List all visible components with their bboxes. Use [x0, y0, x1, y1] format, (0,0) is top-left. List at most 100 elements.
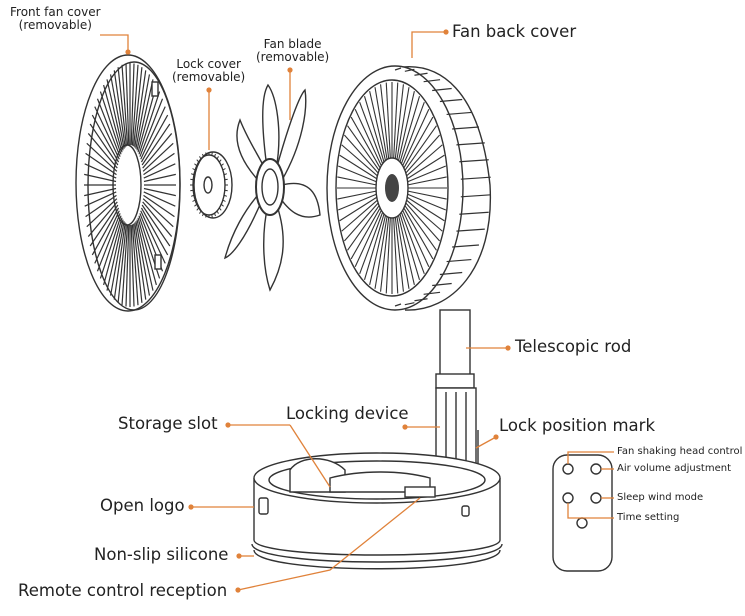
grille-spoke	[199, 156, 202, 160]
grille-spoke	[339, 154, 378, 180]
label-front-fan-cover: Front fan cover (removable)	[10, 5, 101, 33]
grille-spoke	[141, 123, 171, 166]
back-cover-fin	[446, 258, 472, 263]
grille-spoke	[142, 198, 174, 228]
grille-spoke	[404, 205, 437, 251]
grille-spoke	[393, 82, 399, 159]
grille-spoke	[406, 144, 443, 177]
grille-spoke	[369, 215, 387, 285]
grille-spoke	[84, 173, 117, 183]
grille-spoke	[89, 204, 119, 247]
grille-spoke	[224, 178, 228, 181]
grille-spoke	[337, 190, 377, 200]
back-cover-fin	[460, 194, 491, 198]
grille-spoke	[86, 198, 118, 228]
back-cover-fin	[423, 291, 441, 295]
grille-spoke	[220, 203, 224, 207]
fan-back-cover-illustration	[326, 65, 492, 311]
front-fan-cover-illustration	[75, 54, 181, 312]
leader-lines	[100, 29, 614, 593]
grille-spoke	[140, 106, 166, 160]
grille-spoke	[139, 98, 164, 157]
grille-spoke	[402, 210, 430, 268]
label-telescopic-rod: Telescopic rod	[515, 337, 632, 356]
grille-spoke	[99, 91, 122, 155]
grille-spoke	[223, 194, 228, 197]
grille-spoke	[380, 217, 390, 292]
back-cover-fin	[414, 72, 428, 76]
grille-spoke	[135, 221, 151, 296]
grille-spoke	[196, 207, 200, 211]
grille-spoke	[113, 222, 126, 300]
grille-spoke	[359, 102, 384, 164]
back-cover-fin	[459, 159, 489, 163]
back-cover-fin	[459, 211, 489, 215]
grille-spoke	[350, 116, 381, 169]
grille-spoke	[196, 159, 200, 163]
grille-spoke	[407, 193, 447, 211]
label-lock-cover: Lock cover (removable)	[172, 57, 246, 85]
grille-spoke	[400, 212, 425, 274]
label-sleep-wind-mode: Sleep wind mode	[617, 492, 704, 503]
grille-spoke	[385, 82, 391, 159]
grille-spoke	[103, 84, 123, 153]
back-cover-fin	[439, 98, 463, 103]
grille-spoke	[137, 217, 157, 286]
grille-spoke	[218, 159, 222, 163]
grille-spoke	[140, 207, 169, 256]
grille-spoke	[369, 91, 387, 161]
grille-spoke	[106, 79, 124, 151]
back-cover-fin	[456, 142, 485, 146]
grille-spoke	[350, 207, 381, 260]
grille-spoke	[363, 96, 385, 163]
grille-spoke	[130, 224, 135, 307]
grille-spoke	[121, 64, 129, 146]
grille-spoke	[199, 210, 202, 214]
grille-spoke	[397, 215, 415, 285]
grille-spoke	[84, 163, 117, 179]
grille-spoke	[106, 219, 124, 291]
back-cover-fin	[439, 271, 463, 276]
grille-spoke	[405, 202, 441, 242]
grille-spoke	[117, 67, 127, 147]
grille-spoke	[354, 210, 382, 268]
grille-spoke	[393, 217, 399, 294]
back-cover-fin	[404, 68, 415, 72]
grille-spoke	[141, 204, 171, 247]
grille-spoke	[85, 152, 117, 176]
grille-spoke	[194, 203, 198, 207]
grille-spoke	[142, 142, 174, 172]
grille-spoke	[222, 199, 226, 202]
grille-spoke	[143, 187, 176, 197]
grille-spoke	[407, 176, 447, 186]
label-time-setting: Time setting	[617, 512, 680, 523]
grille-spoke	[341, 199, 378, 232]
grille-spoke	[143, 152, 175, 176]
grille-spoke	[96, 213, 121, 272]
grille-spoke	[143, 163, 176, 179]
label-locking-device: Locking device	[286, 404, 409, 423]
sleep-mode-button-icon	[590, 492, 602, 504]
back-cover-fin	[432, 282, 452, 287]
grille-spoke	[404, 125, 437, 171]
grille-spoke	[190, 173, 195, 176]
grille-spoke	[402, 108, 430, 166]
grille-spoke	[96, 98, 121, 157]
grille-spoke	[405, 134, 441, 174]
grille-spoke	[337, 193, 377, 211]
grille-spoke	[224, 189, 228, 192]
grille-spoke	[143, 173, 176, 183]
grille-spoke	[223, 173, 228, 176]
grille-spoke	[359, 212, 384, 274]
grille-spoke	[374, 216, 388, 289]
back-cover-fin	[404, 302, 415, 306]
grille-spoke	[343, 202, 379, 242]
grille-spoke	[125, 63, 130, 146]
grille-spoke	[396, 216, 410, 289]
grille-spoke	[216, 156, 219, 160]
grille-spoke	[406, 196, 445, 222]
back-cover-fin	[456, 228, 485, 232]
grille-spoke	[394, 84, 404, 159]
label-remote-control-reception: Remote control reception	[18, 581, 228, 600]
